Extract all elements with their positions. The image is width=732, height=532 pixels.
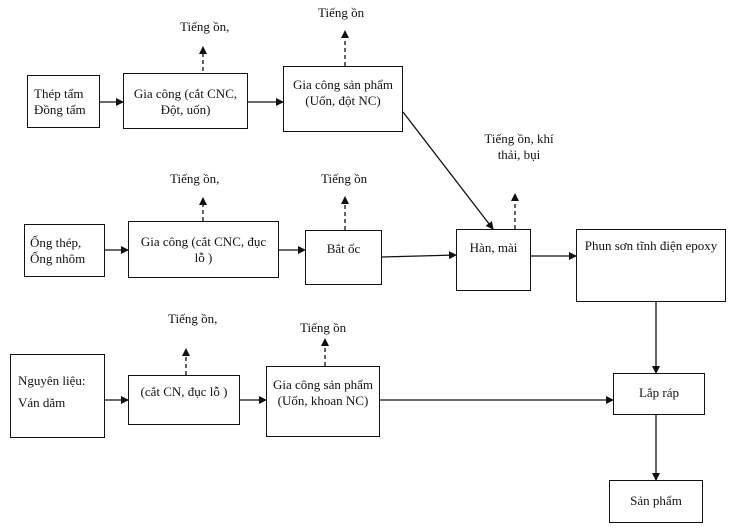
paint-box: Phun sơn tĩnh điện epoxy [576, 229, 726, 302]
row2-process1-box: Gia công (cắt CNC, đục lỗ ) [128, 221, 279, 278]
row2-input-line2: Ống nhôm [30, 251, 86, 266]
weld-emission-line1: Tiếng ồn, khí [484, 131, 554, 146]
assembly-label: Lắp ráp [638, 385, 680, 400]
row2-noise2-label: Tiếng ồn [321, 171, 368, 186]
row2-process2-label: Bắt ốc [326, 241, 361, 256]
row1-process2-line2: (Uốn, đột NC) [305, 93, 381, 108]
paint-label: Phun sơn tĩnh điện epoxy [584, 238, 718, 253]
weld-emission-label: Tiếng ồn, khí thải, bụi [474, 131, 564, 163]
row1-noise2-label: Tiếng ồn [318, 5, 365, 20]
row1-input-box: Thép tấm Đồng tấm [27, 75, 100, 128]
row3-input-line1: Nguyên liệu: [18, 373, 86, 388]
row2-process1-line1: Gia công (cắt CNC, đục [140, 234, 267, 249]
assembly-box: Lắp ráp [613, 373, 705, 415]
row2-noise1-label: Tiếng ồn, [170, 171, 220, 186]
row3-process2-box: Gia công sản phẩm (Uốn, khoan NC) [266, 366, 380, 437]
row3-noise2-label: Tiếng ồn [300, 320, 347, 335]
row2-input-box: Ống thép, Ống nhôm [24, 224, 105, 277]
product-box: Sản phẩm [609, 480, 703, 523]
weld-emission-line2: thải, bụi [497, 147, 541, 162]
weld-box: Hàn, mài [456, 229, 531, 291]
row3-process1-label: (cắt CN, đục lỗ ) [140, 384, 228, 399]
row1-input-line1: Thép tấm [34, 86, 84, 101]
row1-noise1-label: Tiếng ồn, [180, 19, 230, 34]
row3-process1-box: (cắt CN, đục lỗ ) [128, 375, 240, 425]
row1-process2-box: Gia công sản phẩm (Uốn, đột NC) [283, 66, 403, 132]
row2-input-line1: Ống thép, [30, 235, 82, 250]
row1-process1-line1: Gia công (cắt CNC, [133, 86, 238, 101]
row3-noise1-label: Tiếng ồn, [168, 311, 218, 326]
arrow-row2-process2-to-weld [381, 251, 457, 260]
row1-input-line2: Đồng tấm [34, 102, 86, 117]
row3-input-box: Nguyên liệu: Ván dăm [10, 354, 105, 438]
row1-process2-line1: Gia công sản phẩm [292, 77, 393, 92]
arrow-row1-process2-to-weld [402, 111, 494, 230]
row2-process2-box: Bắt ốc [305, 230, 382, 285]
row1-process1-box: Gia công (cắt CNC, Đột, uốn) [123, 73, 248, 129]
row2-process1-line2: lỗ ) [194, 250, 213, 265]
product-label: Sản phẩm [630, 493, 682, 508]
row3-process2-line2: (Uốn, khoan NC) [277, 393, 369, 408]
weld-label: Hàn, mài [469, 240, 518, 255]
row3-process2-line1: Gia công sản phẩm [272, 377, 373, 392]
row1-process1-line2: Đột, uốn) [160, 102, 211, 117]
row3-input-line2: Ván dăm [18, 395, 66, 410]
